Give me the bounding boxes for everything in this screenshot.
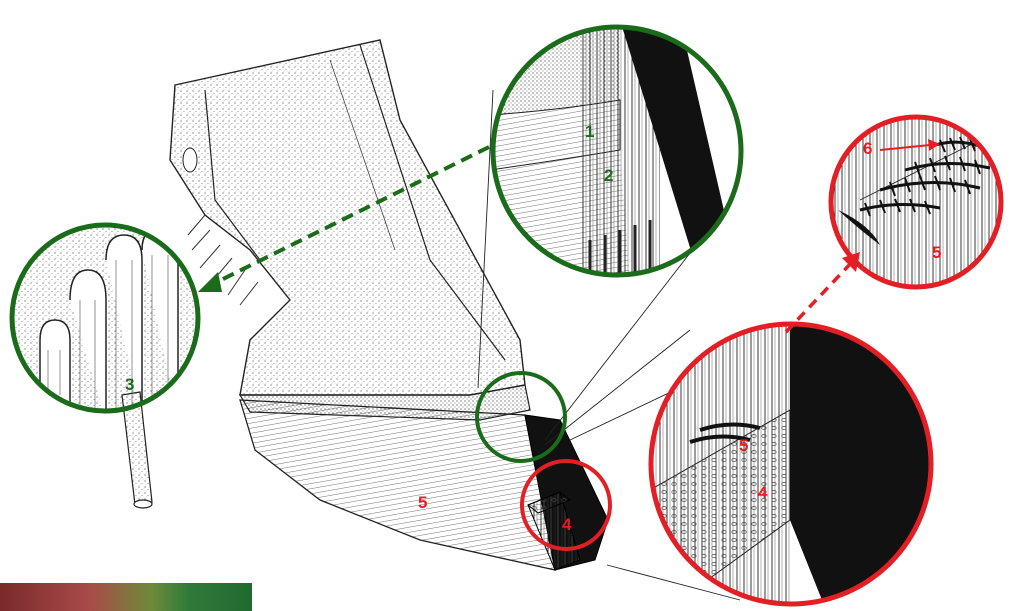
label-2: 2 xyxy=(604,166,613,185)
zoom-circle-coronet xyxy=(490,20,741,290)
label-4-small: 4 xyxy=(562,515,572,534)
hoof-wall xyxy=(240,400,555,570)
label-5-main: 5 xyxy=(418,493,427,512)
zoom-circle-tubules xyxy=(10,225,200,508)
photo-thumbnail xyxy=(0,583,252,611)
label-5-top: 5 xyxy=(932,243,941,262)
label-4-big: 4 xyxy=(758,483,768,502)
label-6: 6 xyxy=(863,139,872,158)
label-3: 3 xyxy=(125,375,134,394)
label-1: 1 xyxy=(585,122,594,141)
dashed-arrow-red xyxy=(786,252,860,332)
zoom-circle-wall-section xyxy=(650,320,940,611)
label-5-big: 5 xyxy=(739,436,748,455)
zoom-circle-lamellae xyxy=(830,110,1010,300)
